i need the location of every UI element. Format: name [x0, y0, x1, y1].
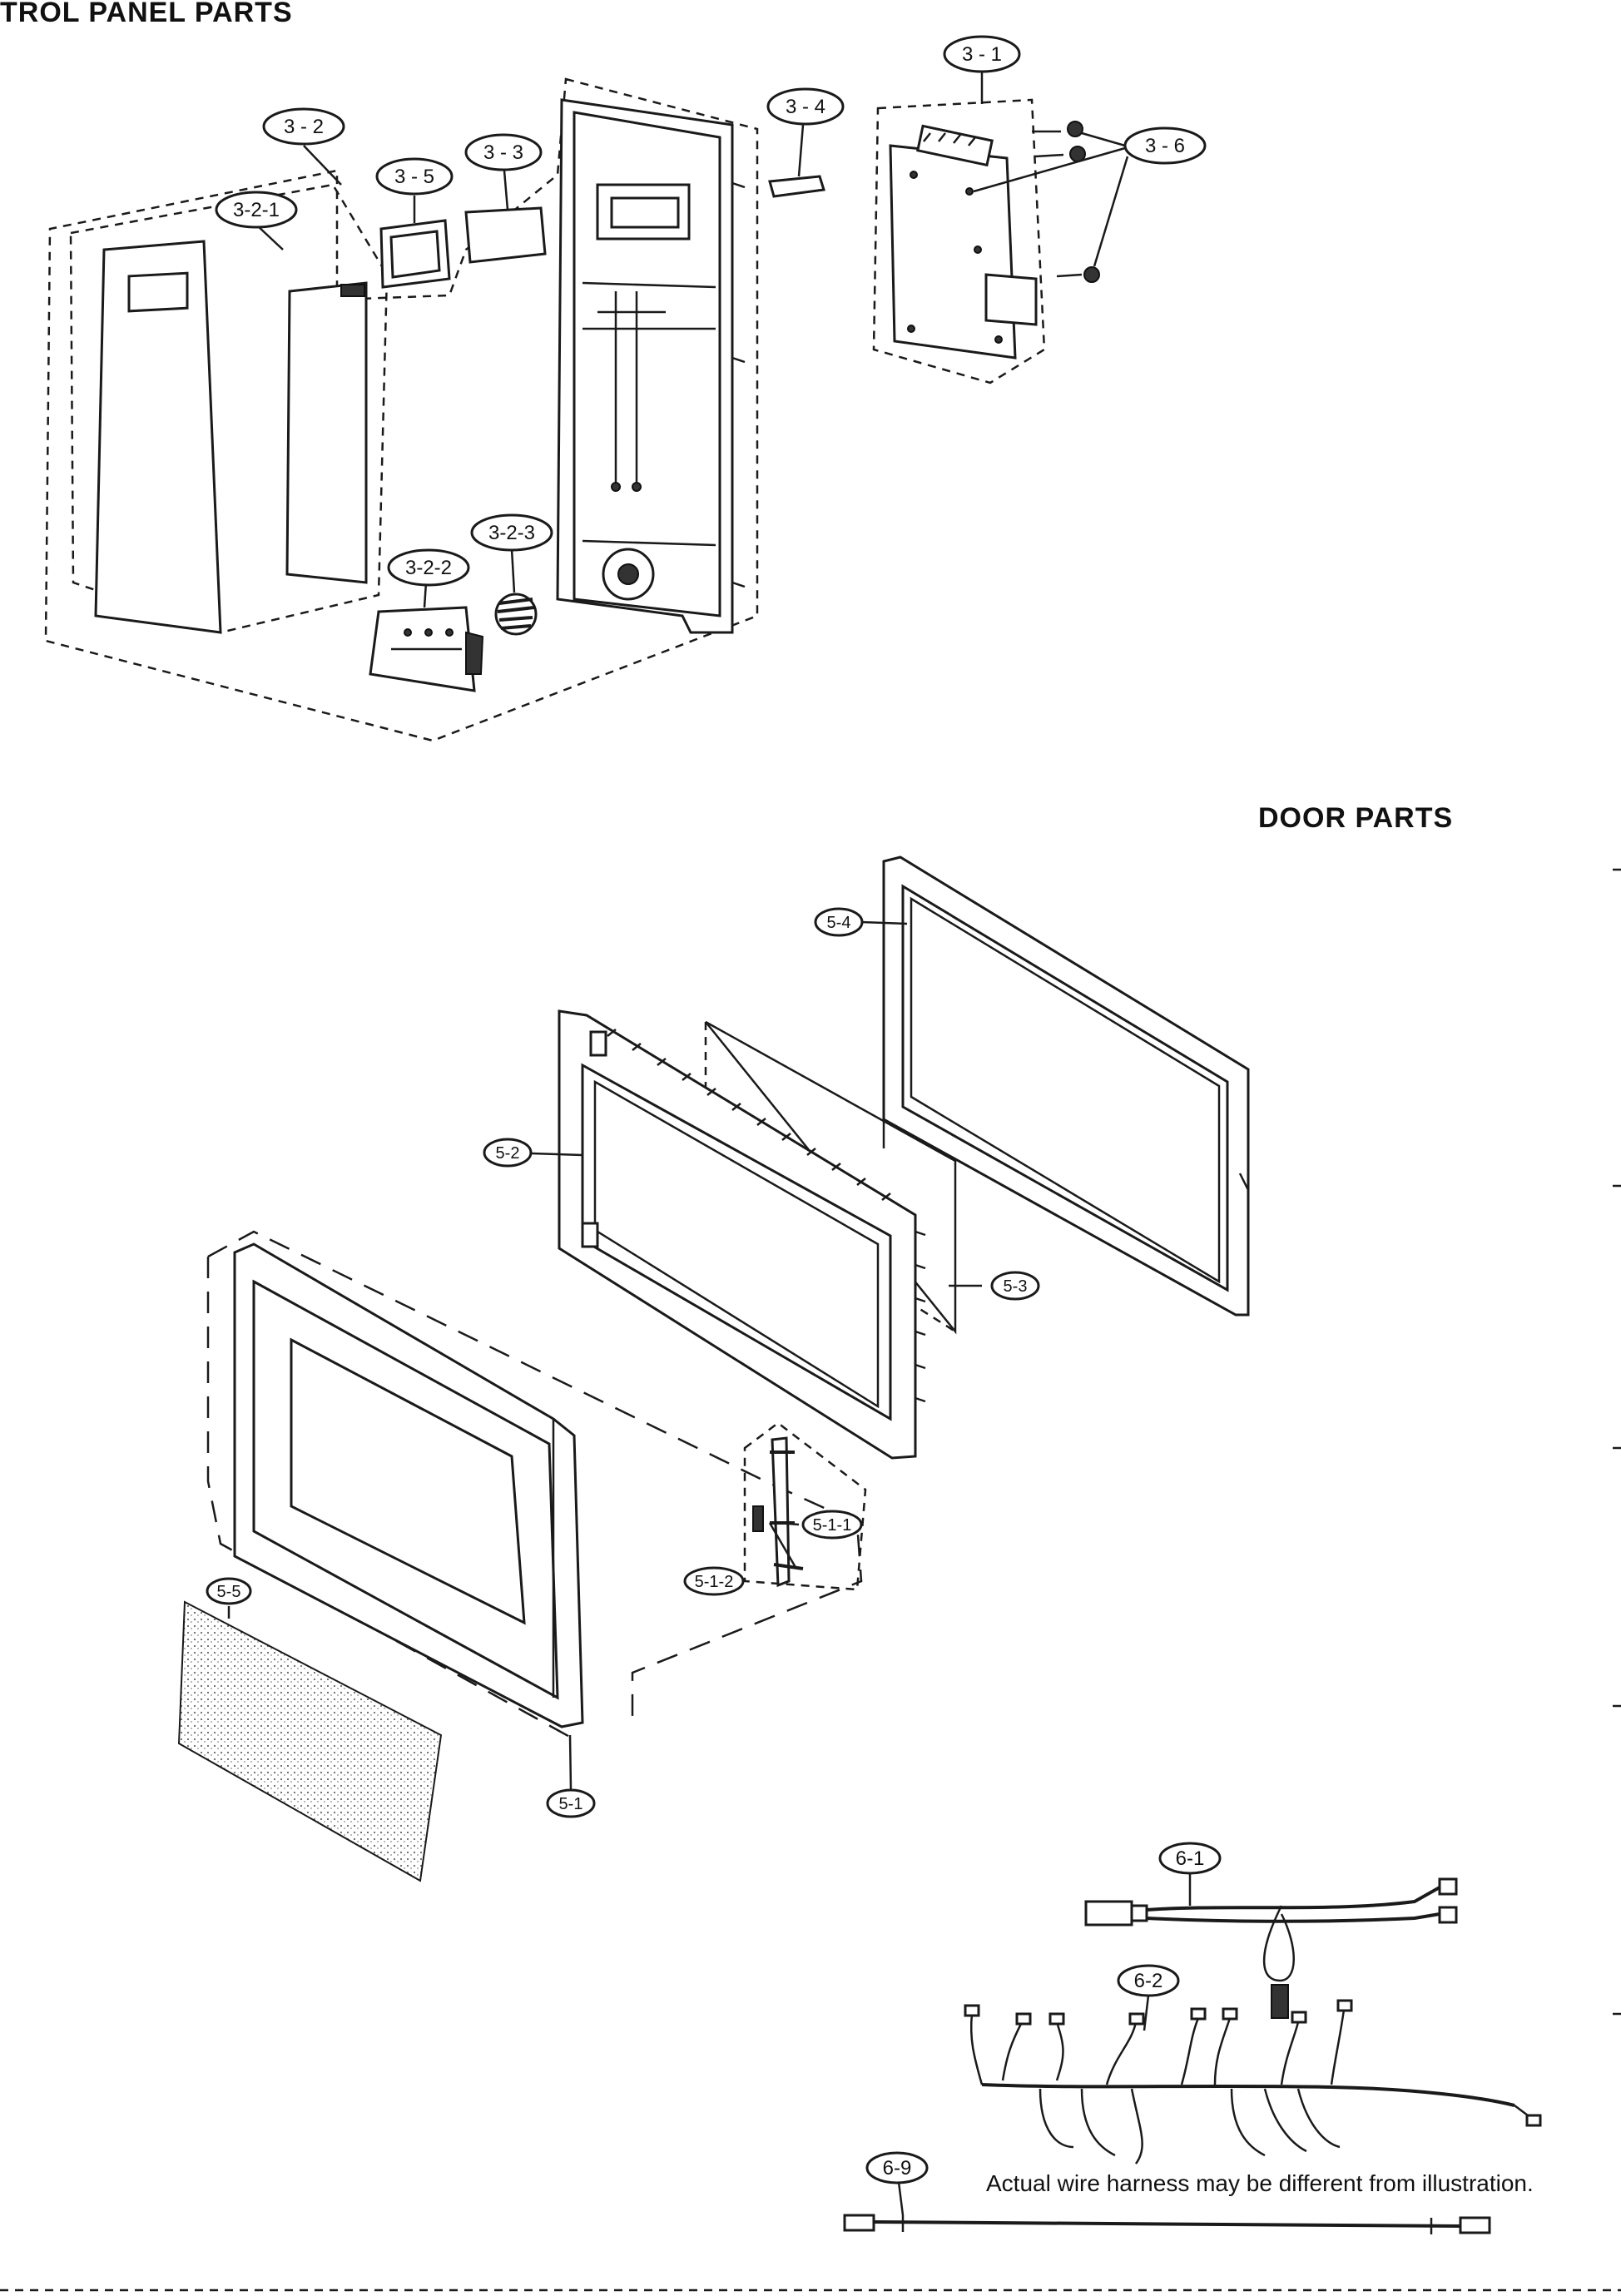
callout-6-2: 6-2 — [1117, 1964, 1180, 1997]
part-3-2-2-latch-lever — [369, 606, 484, 692]
svg-text:3 - 1: 3 - 1 — [962, 43, 1002, 66]
svg-text:3-2-2: 3-2-2 — [405, 557, 452, 579]
part-3-2-3-spring — [494, 593, 538, 636]
svg-text:3-2-1: 3-2-1 — [233, 199, 280, 221]
svg-text:5-3: 5-3 — [1004, 1277, 1028, 1296]
part-3-1-control-board — [889, 124, 1038, 360]
svg-text:3 - 2: 3 - 2 — [284, 116, 324, 138]
svg-text:3-2-3: 3-2-3 — [488, 522, 535, 544]
group-3-1-outline — [872, 98, 1046, 384]
svg-text:5-2: 5-2 — [496, 1144, 520, 1163]
svg-text:6-9: 6-9 — [883, 2157, 912, 2179]
group-5-1-1-outline — [743, 1421, 867, 1591]
part-5-4-door-frame — [882, 855, 1250, 1317]
part-3-5-display-window — [379, 219, 451, 289]
group-3-2-outline — [69, 183, 389, 634]
control-panel-leaders — [255, 71, 1129, 608]
callout-5-3: 5-3 — [990, 1271, 1040, 1301]
part-6-9-wire — [843, 2214, 1491, 2234]
callout-3-2-2: 3-2-2 — [387, 548, 470, 587]
callout-5-1: 5-1 — [546, 1788, 596, 1818]
callout-5-5: 5-5 — [206, 1577, 252, 1605]
callout-6-9: 6-9 — [865, 2151, 929, 2184]
svg-text:5-1-2: 5-1-2 — [695, 1573, 734, 1591]
door-parts-heading: DOOR PARTS — [1258, 802, 1454, 834]
svg-text:5-1: 5-1 — [559, 1795, 583, 1813]
control-panel-heading: TROL PANEL PARTS — [0, 0, 293, 28]
callout-5-2: 5-2 — [483, 1138, 533, 1168]
part-5-1-2-latch-spring — [752, 1505, 764, 1532]
callout-3-2: 3 - 2 — [262, 107, 345, 146]
part-3-3-plate — [464, 206, 547, 264]
part-5-1-1-latch-hook — [770, 1436, 804, 1588]
callout-3-2-1: 3-2-1 — [215, 191, 298, 229]
svg-text:6-2: 6-2 — [1134, 1970, 1163, 1992]
part-3-4-bar — [768, 175, 825, 198]
svg-text:6-1: 6-1 — [1176, 1847, 1205, 1870]
svg-text:3 - 6: 3 - 6 — [1145, 135, 1185, 157]
part-3-2-1-front-film — [94, 240, 222, 634]
callout-5-4: 5-4 — [814, 907, 864, 937]
svg-text:3 - 5: 3 - 5 — [394, 166, 434, 188]
callout-3-5: 3 - 5 — [375, 157, 454, 196]
svg-text:3 - 4: 3 - 4 — [786, 96, 825, 118]
part-6-2-wire-harness — [964, 1999, 1542, 2165]
part-5-5-outer-panel — [177, 1600, 443, 1882]
page-edge-marks — [0, 868, 1621, 2292]
part-6-1-wire-harness — [1084, 1877, 1458, 2019]
svg-text:3 - 3: 3 - 3 — [483, 141, 523, 164]
callout-3-4: 3 - 4 — [766, 87, 845, 126]
callout-3-1: 3 - 1 — [943, 35, 1021, 73]
svg-text:5-1-1: 5-1-1 — [813, 1516, 852, 1535]
harness-leaders — [897, 1871, 1192, 2216]
part-5-2-inner-door — [558, 1009, 926, 1460]
part-3-6-screws — [1032, 121, 1100, 283]
callout-3-6: 3 - 6 — [1123, 126, 1207, 165]
callout-6-1: 6-1 — [1158, 1842, 1222, 1875]
part-3-2-membrane-sheet — [285, 281, 368, 584]
callout-3-2-3: 3-2-3 — [470, 513, 553, 552]
part-5-1-door-front — [233, 1242, 584, 1728]
svg-text:5-5: 5-5 — [217, 1583, 241, 1601]
callout-5-1-2: 5-1-2 — [683, 1566, 745, 1596]
harness-disclaimer-note: Actual wire harness may be different fro… — [986, 2170, 1534, 2196]
callout-5-1-1: 5-1-1 — [801, 1510, 863, 1540]
svg-text:5-4: 5-4 — [827, 914, 851, 932]
callout-3-3: 3 - 3 — [464, 133, 543, 171]
door-leaders — [227, 920, 982, 1790]
part-control-panel-frame — [556, 98, 746, 634]
group-5-1-outline — [207, 1230, 863, 1723]
